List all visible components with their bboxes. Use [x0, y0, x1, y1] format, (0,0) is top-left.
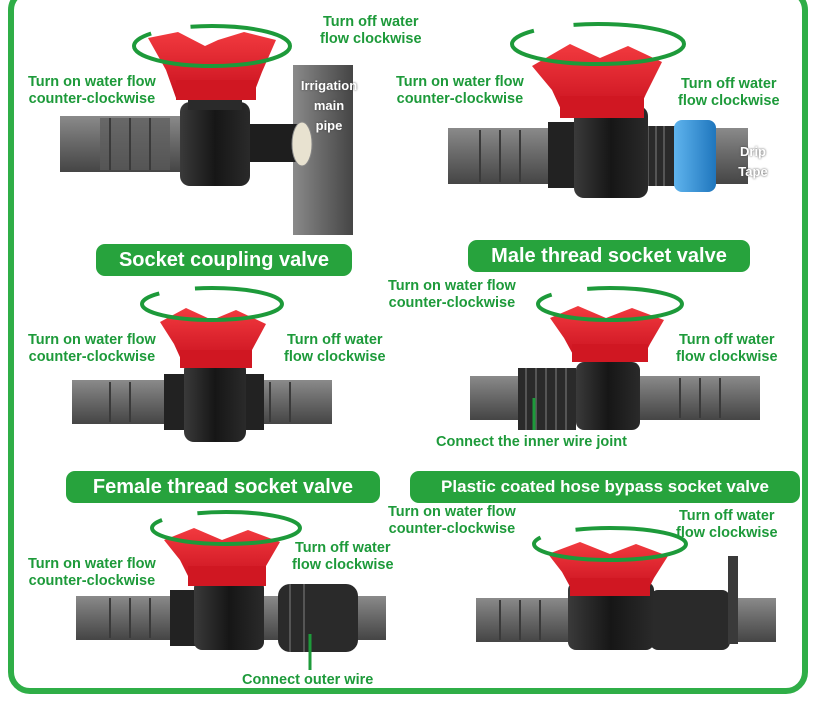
- rotation-arrow-icon: [132, 24, 292, 68]
- cw-label: Turn off water flow clockwise: [320, 14, 422, 47]
- cw-label: Turn off water flow clockwise: [284, 332, 386, 365]
- banner-male-thread: Male thread socket valve: [468, 240, 750, 272]
- cw-label: Turn off water flow clockwise: [676, 332, 778, 365]
- ccw-label: Turn on water flow counter-clockwise: [396, 74, 524, 107]
- ccw-label: Turn on water flow counter-clockwise: [28, 332, 156, 365]
- outer-wire-note: Connect outer wire: [242, 672, 374, 688]
- valve-handle-icon: [164, 528, 280, 586]
- panel-frame: [8, 0, 808, 694]
- ccw-label: Turn on water flow counter-clockwise: [28, 556, 156, 589]
- valve-handle-icon: [160, 308, 266, 368]
- cw-label: Turn off water flow clockwise: [292, 540, 394, 573]
- straight-socket-valve-image: [72, 286, 332, 442]
- rotation-arrow-icon: [140, 286, 284, 322]
- cw-label: Turn off water flow clockwise: [678, 76, 780, 109]
- plastic-coated-hose-bypass-valve-image: [476, 526, 776, 650]
- ccw-label: Turn on water flow counter-clockwise: [28, 74, 156, 107]
- valve-handle-icon: [550, 306, 664, 362]
- banner-female-thread: Female thread socket valve: [66, 471, 380, 503]
- rotation-arrow-icon: [532, 526, 688, 562]
- banner-plastic-coated-hose: Plastic coated hose bypass socket valve: [410, 471, 800, 503]
- socket-coupling-valve-image: [60, 24, 353, 235]
- inner-wire-valve-image: [470, 286, 760, 430]
- valve-handle-icon: [532, 44, 662, 118]
- pipe-label: Irrigation main pipe: [300, 78, 358, 133]
- male-thread-socket-valve-image: [448, 22, 748, 198]
- cw-label: Turn off water flow clockwise: [676, 508, 778, 541]
- female-thread-socket-valve-image: [76, 510, 386, 670]
- rotation-arrow-icon: [150, 510, 302, 546]
- banner-socket-coupling: Socket coupling valve: [96, 244, 352, 276]
- inner-wire-note: Connect the inner wire joint: [436, 434, 627, 450]
- ccw-label: Turn on water flow counter-clockwise: [388, 504, 516, 537]
- pipe-label: Drip Tape: [738, 144, 768, 179]
- rotation-arrow-icon: [510, 22, 686, 66]
- ccw-label: Turn on water flow counter-clockwise: [388, 278, 516, 311]
- rotation-arrow-icon: [536, 286, 684, 322]
- valve-handle-icon: [548, 542, 668, 596]
